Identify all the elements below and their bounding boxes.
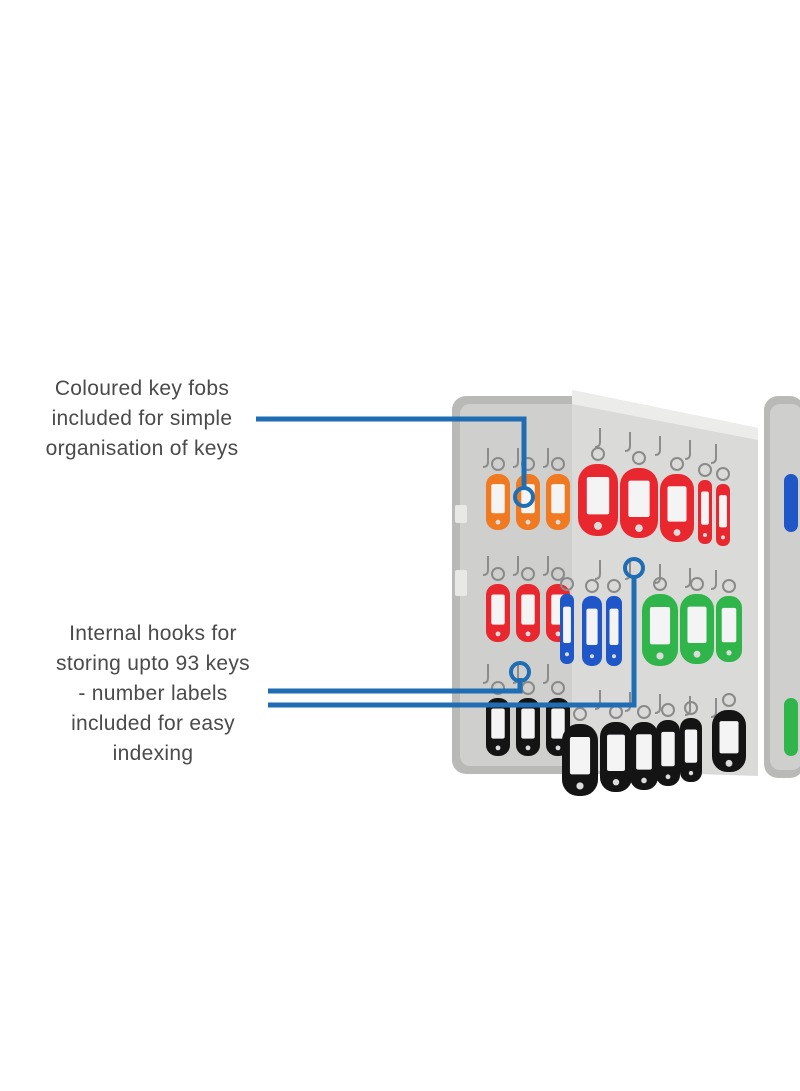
- key-fob-icon: [600, 705, 632, 792]
- hook-icon: [624, 432, 631, 452]
- callout-text: Internal hooks for: [69, 622, 237, 645]
- key-fob-icon: [486, 457, 510, 530]
- hook-icon: [594, 560, 601, 580]
- leader-dot: [509, 661, 531, 683]
- callout-coloured-key-fobs: Coloured key fobs included for simple or…: [20, 374, 264, 464]
- callout-text: - number labels: [78, 682, 228, 705]
- hook-icon: [654, 436, 661, 456]
- key-fob-icon: [562, 707, 598, 796]
- key-fob-icon: [642, 577, 678, 666]
- key-fob-icon: [516, 681, 540, 756]
- hook-icon: [482, 664, 489, 684]
- leader-line-hooks-b: [268, 576, 637, 708]
- hook-icon: [542, 448, 549, 468]
- hook-icon: [710, 698, 717, 718]
- hook-icon: [684, 568, 691, 588]
- hook-icon: [684, 440, 691, 460]
- leader-line-fobs: [256, 416, 527, 490]
- callout-leaders: [256, 416, 645, 708]
- callout-text: organisation of keys: [45, 437, 239, 460]
- key-fob-icon: [698, 463, 712, 544]
- key-fob-icon: [712, 693, 746, 772]
- hinge-icon: [455, 570, 467, 596]
- hook-icon: [710, 570, 717, 590]
- leader-dot: [623, 557, 645, 579]
- hook-icon: [542, 664, 549, 684]
- hook-icon: [654, 694, 661, 714]
- hook-icon: [594, 428, 601, 448]
- key-fob-icon: [716, 467, 730, 546]
- callout-text: included for simple: [51, 407, 233, 430]
- hook-icon: [512, 556, 519, 576]
- key-fob-icon: [516, 567, 540, 642]
- key-fob-icon: [660, 457, 694, 542]
- key-fob-icon: [620, 451, 658, 538]
- key-fob-icon: [486, 567, 510, 642]
- hook-icon: [482, 556, 489, 576]
- hook-icon: [482, 448, 489, 468]
- key-fob-icon: [578, 447, 618, 536]
- callout-text: indexing: [112, 742, 194, 765]
- callout-internal-hooks: Internal hooks for storing upto 93 keys …: [30, 619, 276, 769]
- key-fob-icon: [680, 577, 714, 664]
- key-fob-icon: [656, 703, 680, 786]
- key-fob-group: [486, 447, 746, 796]
- hook-icon: [542, 556, 549, 576]
- hook-icon: [512, 448, 519, 468]
- key-fob-icon: [606, 579, 622, 666]
- key-fob-icon: [716, 579, 742, 662]
- hook-icon: [710, 444, 717, 464]
- callout-text: storing upto 93 keys: [56, 652, 250, 675]
- hinge-icon: [455, 505, 467, 523]
- key-fob-icon: [560, 577, 574, 664]
- cabinet-door: [764, 396, 800, 778]
- key-fob-icon: [680, 701, 702, 782]
- key-fob-icon: [546, 457, 570, 530]
- key-fob-icon: [630, 705, 658, 790]
- hook-row: [482, 428, 717, 718]
- callout-text: Coloured key fobs: [54, 377, 230, 400]
- leader-dot: [513, 486, 535, 508]
- key-fob-icon: [486, 681, 510, 756]
- callout-text: included for easy: [71, 712, 235, 735]
- key-fob-icon: [582, 579, 602, 666]
